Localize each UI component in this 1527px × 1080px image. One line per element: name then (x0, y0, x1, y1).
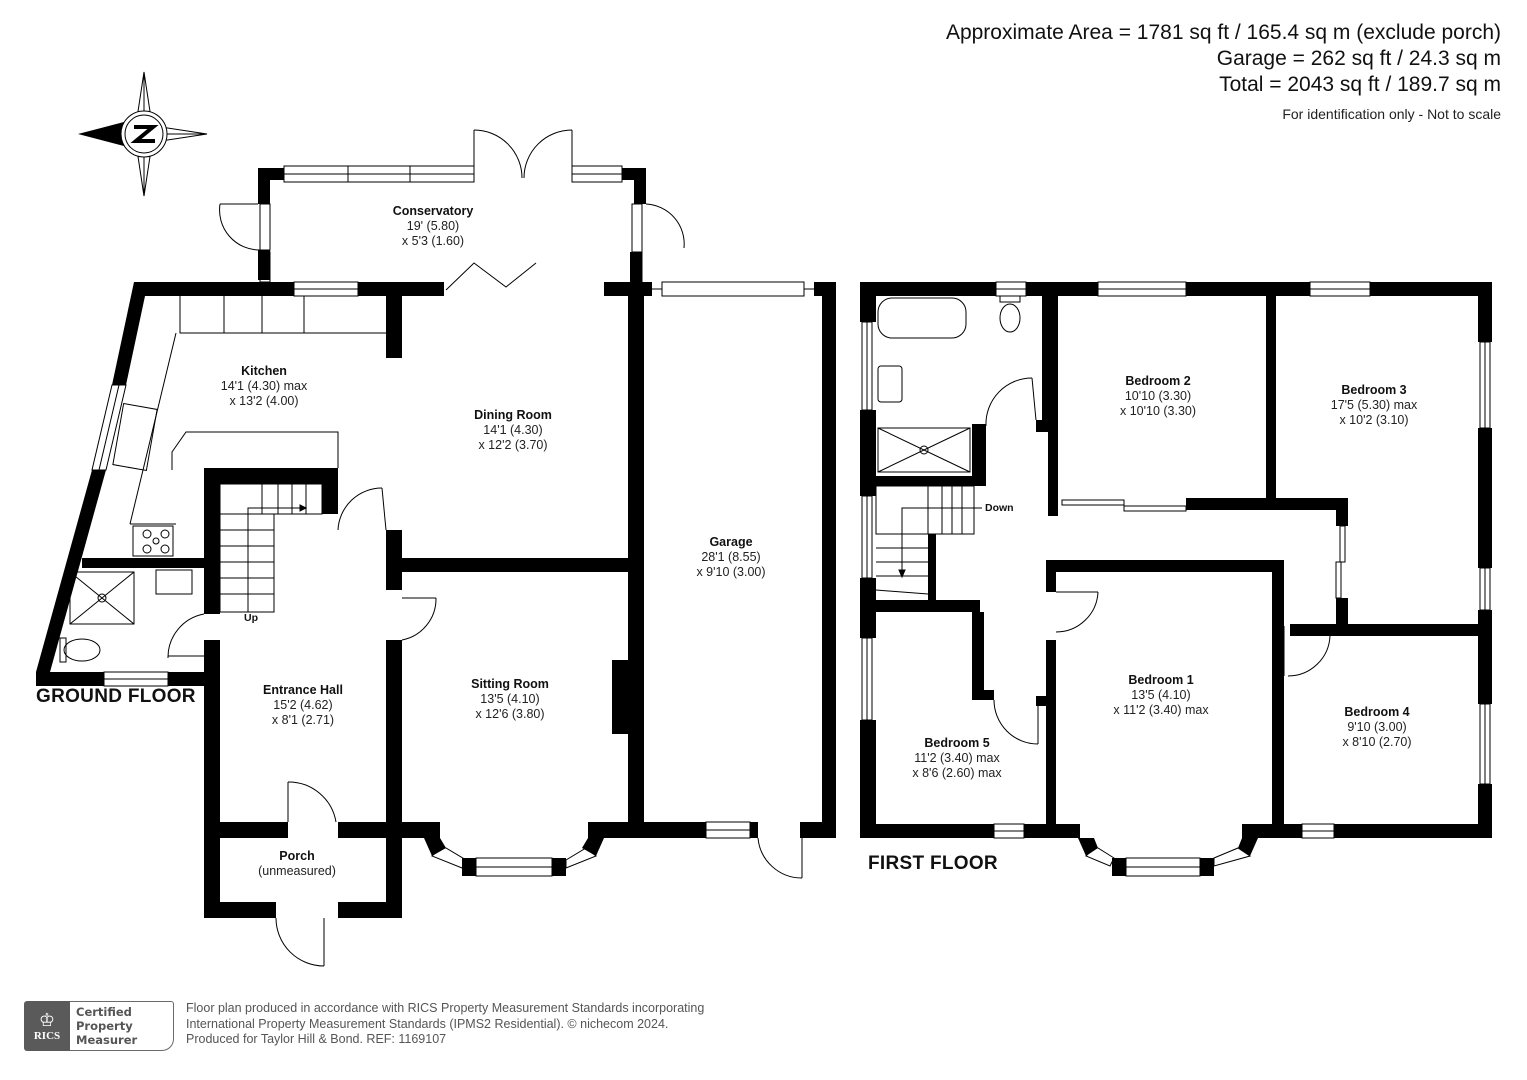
ground-floor-walls (36, 168, 836, 918)
first-floor-walls (860, 282, 1492, 876)
room-label-sitting-room: Sitting Room 13'5 (4.10) x 12'6 (3.80) (471, 677, 549, 721)
stairs-down-label: Down (985, 502, 1014, 514)
rics-logo: ♔ RICS (24, 1001, 70, 1051)
room-label-bedroom-2: Bedroom 2 10'10 (3.30) x 10'10 (3.30) (1119, 374, 1197, 418)
first-floor-fixtures (861, 281, 1491, 877)
certified-measurer-text: Certified Property Measurer (70, 1001, 174, 1051)
room-label-porch: Porch (unmeasured) (258, 849, 336, 878)
first-floor-label: FIRST FLOOR (868, 853, 998, 874)
room-label-kitchen: Kitchen 14'1 (4.30) max x 13'2 (4.00) (220, 364, 308, 408)
room-label-bedroom-1: Bedroom 1 13'5 (4.10) x 11'2 (3.40) max (1113, 673, 1209, 717)
rics-certified-badge: ♔ RICS Certified Property Measurer (24, 1001, 174, 1051)
room-label-bedroom-3: Bedroom 3 17'5 (5.30) max x 10'2 (3.10) (1330, 383, 1418, 427)
ground-floor-label: GROUND FLOOR (36, 686, 196, 707)
room-label-bedroom-4: Bedroom 4 9'10 (3.00) x 8'10 (2.70) (1342, 705, 1412, 749)
room-label-conservatory: Conservatory 19' (5.80) x 5'3 (1.60) (392, 204, 474, 248)
garage-area: Garage = 262 sq ft / 24.3 sq m (1216, 47, 1501, 70)
total-area: Total = 2043 sq ft / 189.7 sq m (1219, 73, 1501, 96)
room-label-garage: Garage 28'1 (8.55) x 9'10 (3.00) (696, 535, 766, 579)
room-label-entrance-hall: Entrance Hall 15'2 (4.62) x 8'1 (2.71) (263, 683, 343, 727)
rics-lion-icon: ♔ (38, 1010, 56, 1030)
room-label-dining-room: Dining Room 14'1 (4.30) x 12'2 (3.70) (474, 408, 552, 452)
area-summary: Approximate Area = 1781 sq ft / 165.4 sq… (946, 20, 1501, 124)
ground-floor-fixtures (59, 129, 814, 967)
room-label-bedroom-5: Bedroom 5 11'2 (3.40) max x 8'6 (2.60) m… (912, 736, 1002, 780)
footer-disclaimer: Floor plan produced in accordance with R… (186, 1001, 705, 1046)
footer: ♔ RICS Certified Property Measurer Floor… (24, 1001, 704, 1051)
north-compass-icon (78, 71, 208, 197)
scale-disclaimer: For identification only - Not to scale (1282, 106, 1501, 122)
stairs-up-label: Up (244, 612, 258, 624)
approximate-area: Approximate Area = 1781 sq ft / 165.4 sq… (945, 21, 1501, 44)
